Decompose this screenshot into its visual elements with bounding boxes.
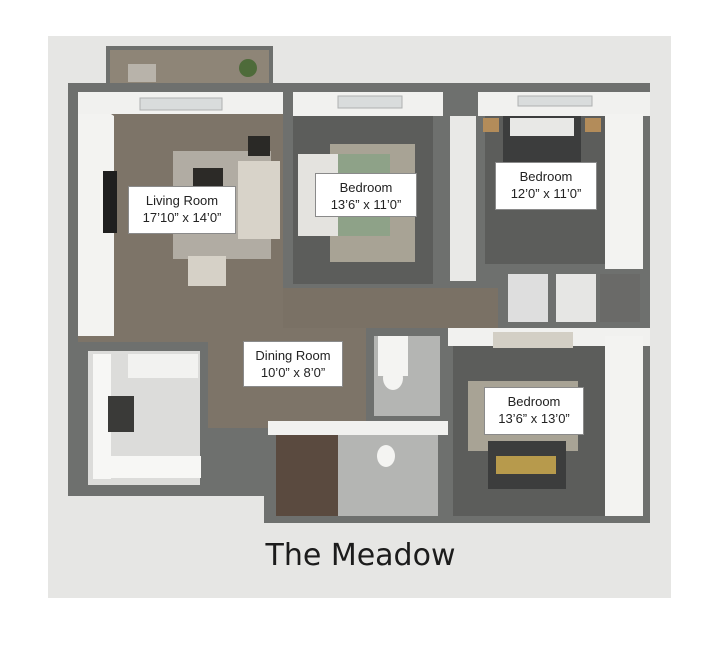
bedroom-3-name: Bedroom xyxy=(507,394,561,409)
bedroom-3-size: 13’6” x 13’0” xyxy=(498,411,570,426)
hall-wall xyxy=(268,421,448,435)
side-table xyxy=(248,136,270,156)
armchair xyxy=(188,256,226,286)
balcony-plant xyxy=(239,59,257,77)
living-room-name: Living Room xyxy=(145,193,219,208)
bedroom-2-nightstand-right xyxy=(585,118,601,132)
kitchen-island xyxy=(128,354,198,378)
bedroom-3-dresser xyxy=(493,332,573,348)
bedroom-2-side-wall xyxy=(605,114,643,269)
bedroom-1-window xyxy=(337,95,403,109)
bedroom-2-size: 12’0” x 11’0” xyxy=(510,186,582,201)
plan-title: The Meadow xyxy=(265,538,456,573)
floorplan-drawing xyxy=(68,46,650,523)
hall-closet-c xyxy=(600,274,640,322)
bedroom-1-closet-inner xyxy=(450,116,476,281)
bedroom-2-window xyxy=(517,95,593,107)
bedroom-1-name: Bedroom xyxy=(339,180,393,195)
bedroom-3-side-wall xyxy=(605,336,643,516)
living-room-size: 17’10” x 14’0” xyxy=(142,210,222,225)
hall-closet-a xyxy=(508,274,548,322)
bedroom-3-label: Bedroom 13’6” x 13’0” xyxy=(484,387,584,435)
bedroom-2-nightstand-left xyxy=(483,118,499,132)
kitchen-counter-bottom xyxy=(93,456,201,478)
dining-room-name: Dining Room xyxy=(255,348,331,363)
floorplan-canvas: Living Room 17’10” x 14’0” Bedroom 13’6”… xyxy=(48,36,671,598)
toilet xyxy=(383,366,403,390)
sofa xyxy=(238,161,280,239)
balcony-chair xyxy=(128,64,156,82)
living-window xyxy=(139,97,223,111)
bedroom-1-label: Bedroom 13’6” x 11’0” xyxy=(315,173,417,217)
dining-room-size: 10’0” x 8’0” xyxy=(260,365,326,380)
bedroom-2-name: Bedroom xyxy=(519,169,573,184)
bedroom-1-size: 13’6” x 11’0” xyxy=(330,197,402,212)
bedroom-3-pillows xyxy=(496,456,556,474)
kitchen-counter-left xyxy=(93,354,111,479)
entry-floor xyxy=(276,434,338,516)
bedroom-2-pillows xyxy=(510,118,574,136)
dining-room-label: Dining Room 10’0” x 8’0” xyxy=(243,341,343,387)
living-room-label: Living Room 17’10” x 14’0” xyxy=(128,186,236,234)
living-left-wall xyxy=(78,92,114,336)
kitchen-appliance xyxy=(108,396,134,432)
bedroom-2-label: Bedroom 12’0” x 11’0” xyxy=(495,162,597,210)
hall-floor xyxy=(283,288,498,328)
hall-closet-b xyxy=(556,274,596,322)
tv-console xyxy=(103,171,117,233)
toilet-2 xyxy=(377,445,395,467)
